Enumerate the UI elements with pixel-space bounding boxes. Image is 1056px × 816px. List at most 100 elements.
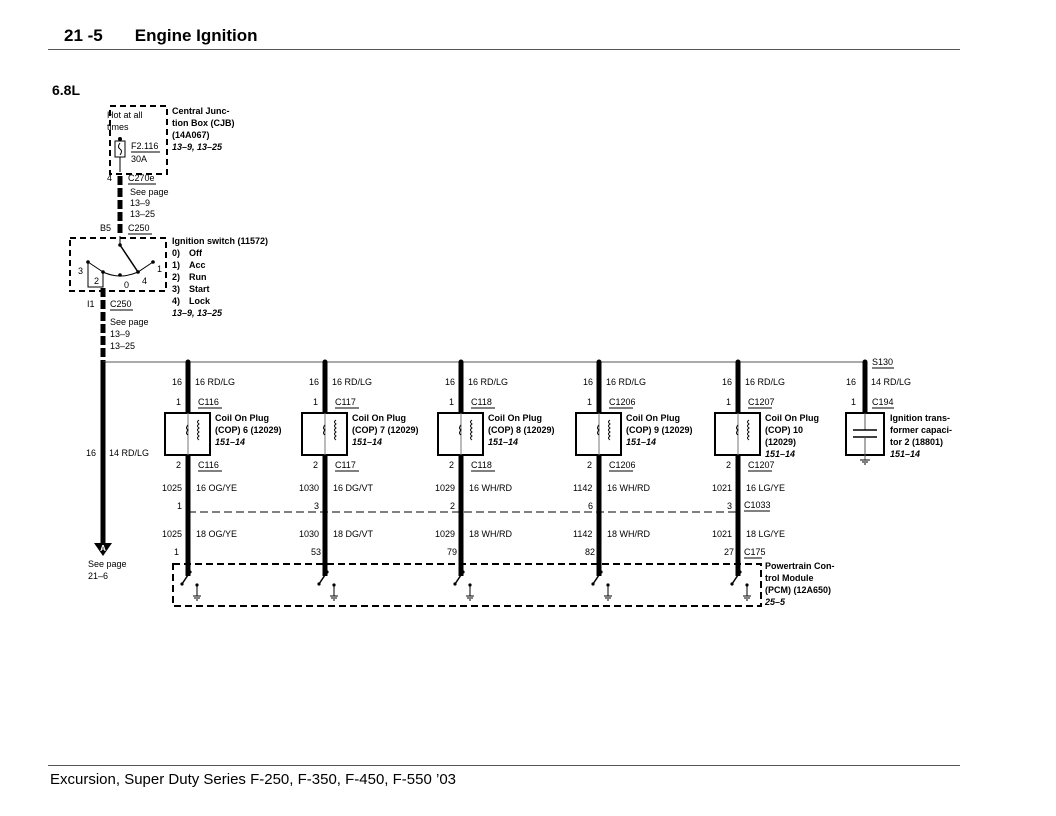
- pcm-name: trol Module: [765, 573, 814, 583]
- coil-ref: 151–14: [488, 437, 518, 447]
- coil-ref: 151–14: [765, 449, 795, 459]
- page-header: 21 -5 Engine Ignition: [64, 26, 258, 46]
- position-label: Run: [189, 272, 207, 282]
- engine-label: 6.8L: [52, 82, 81, 98]
- connector-label: C194: [872, 397, 894, 407]
- pin-label: 6: [588, 501, 593, 511]
- see-page: 13–9: [130, 198, 150, 208]
- wire-label: 14 RD/LG: [109, 448, 149, 458]
- circuit-label: 1142: [573, 529, 592, 539]
- cjb-note-line: times: [107, 122, 129, 132]
- circuit-label: 1142: [573, 483, 592, 493]
- wire-label: 18 LG/YE: [746, 529, 785, 539]
- wire-label: 18 WH/RD: [469, 529, 513, 539]
- fuse-icon: [114, 137, 126, 172]
- circuit-label: 1030: [299, 483, 319, 493]
- wire-label: 16 RD/LG: [606, 377, 646, 387]
- coil-primary-icon: [186, 424, 189, 436]
- connector-label: C250: [128, 223, 150, 233]
- connector-label: C118: [471, 460, 492, 470]
- cjb-note-line: Hot at all: [107, 110, 143, 120]
- cjb-name: (14A067): [172, 130, 210, 140]
- position-label: Start: [189, 284, 210, 294]
- contact-label: 0: [124, 280, 129, 290]
- switch-title: Ignition switch (11572): [172, 236, 268, 246]
- wire-switch-down: I1 C250 See page 13–9 13–25: [87, 288, 149, 362]
- ignition-capacitor: 16 14 RD/LG 1 C194 Ignition trans- forme…: [845, 362, 952, 465]
- circuit-label: 16: [445, 377, 455, 387]
- pin-label: 82: [585, 547, 595, 557]
- pcm-driver-switch-icon: [592, 571, 602, 585]
- connector-label: C117: [335, 460, 356, 470]
- pcm-driver-switch-icon: [318, 571, 328, 585]
- capacitor-name: Ignition trans-: [890, 413, 950, 423]
- circuit-label: 1021: [712, 483, 732, 493]
- pin-label: 3: [727, 501, 732, 511]
- circuit-label: 16: [86, 448, 96, 458]
- circuit-label: 1025: [162, 483, 182, 493]
- position-label: Acc: [189, 260, 206, 270]
- pin-label: 1: [176, 397, 181, 407]
- pcm-driver-switch-icon: [454, 571, 464, 585]
- coil-secondary-icon: [470, 419, 473, 441]
- wire-label: 16 LG/YE: [746, 483, 785, 493]
- circuit-label: 16: [309, 377, 319, 387]
- coil-name: (12029): [765, 437, 796, 447]
- coil-name: Coil On Plug: [765, 413, 819, 423]
- coil-primary-icon: [323, 424, 326, 436]
- pin-label: 1: [449, 397, 454, 407]
- see-page: See page: [110, 317, 149, 327]
- connector-label: C250: [110, 299, 132, 309]
- coil-secondary-icon: [197, 419, 200, 441]
- circuit-label: 1029: [435, 483, 455, 493]
- wire-label: 18 OG/YE: [196, 529, 237, 539]
- c1033-label: C1033: [744, 500, 771, 510]
- pin-label: 2: [450, 501, 455, 511]
- fuse-id: F2.116: [131, 141, 158, 151]
- pin-label: I1: [87, 299, 95, 309]
- pin-label: B5: [100, 223, 111, 233]
- pcm-driver-switch-icon: [731, 571, 741, 585]
- circuit-label: 16: [583, 377, 593, 387]
- pin-label: 4: [107, 173, 112, 183]
- capacitor-ref: 151–14: [890, 449, 920, 459]
- pin-label: 79: [447, 547, 457, 557]
- position-num: 4): [172, 296, 180, 306]
- contact-label: 2: [94, 276, 99, 286]
- connector-label: C270e: [128, 173, 155, 183]
- connector-label: C116: [198, 397, 219, 407]
- offpage-connector: A: [100, 544, 106, 553]
- coil-secondary-icon: [608, 419, 611, 441]
- pin-label: 3: [314, 501, 319, 511]
- position-label: Lock: [189, 296, 211, 306]
- footer-divider: [48, 765, 960, 766]
- coil-name: Coil On Plug: [352, 413, 406, 423]
- ignition-switch: 3 2 0 4 1 Ignition switch (11572) 0) Off…: [69, 236, 268, 318]
- c175-label: C175: [744, 547, 766, 557]
- see-page: 13–9: [110, 329, 130, 339]
- cjb-name: tion Box (CJB): [172, 118, 235, 128]
- contact-label: 4: [142, 276, 147, 286]
- pin-label: 1: [726, 397, 731, 407]
- coil-name: (COP) 9 (12029): [626, 425, 693, 435]
- cjb-name: Central Junc-: [172, 106, 230, 116]
- circuit-label: 1021: [712, 529, 732, 539]
- pin-label: 1: [313, 397, 318, 407]
- connector-label: C1206: [609, 397, 636, 407]
- position-label: Off: [189, 248, 203, 258]
- pin-label: 1: [851, 397, 856, 407]
- circuit-label: 16: [172, 377, 182, 387]
- contact-label: 1: [157, 264, 162, 274]
- circuit-label: 16: [722, 377, 732, 387]
- pin-label: 27: [724, 547, 734, 557]
- connector-label: C117: [335, 397, 356, 407]
- coil-secondary-icon: [747, 419, 750, 441]
- wire-label: 16 DG/VT: [333, 483, 374, 493]
- pin-label: 2: [313, 460, 318, 470]
- wire-label: 16 WH/RD: [469, 483, 513, 493]
- capacitor-name: tor 2 (18801): [890, 437, 943, 447]
- circuit-label: 16: [846, 377, 856, 387]
